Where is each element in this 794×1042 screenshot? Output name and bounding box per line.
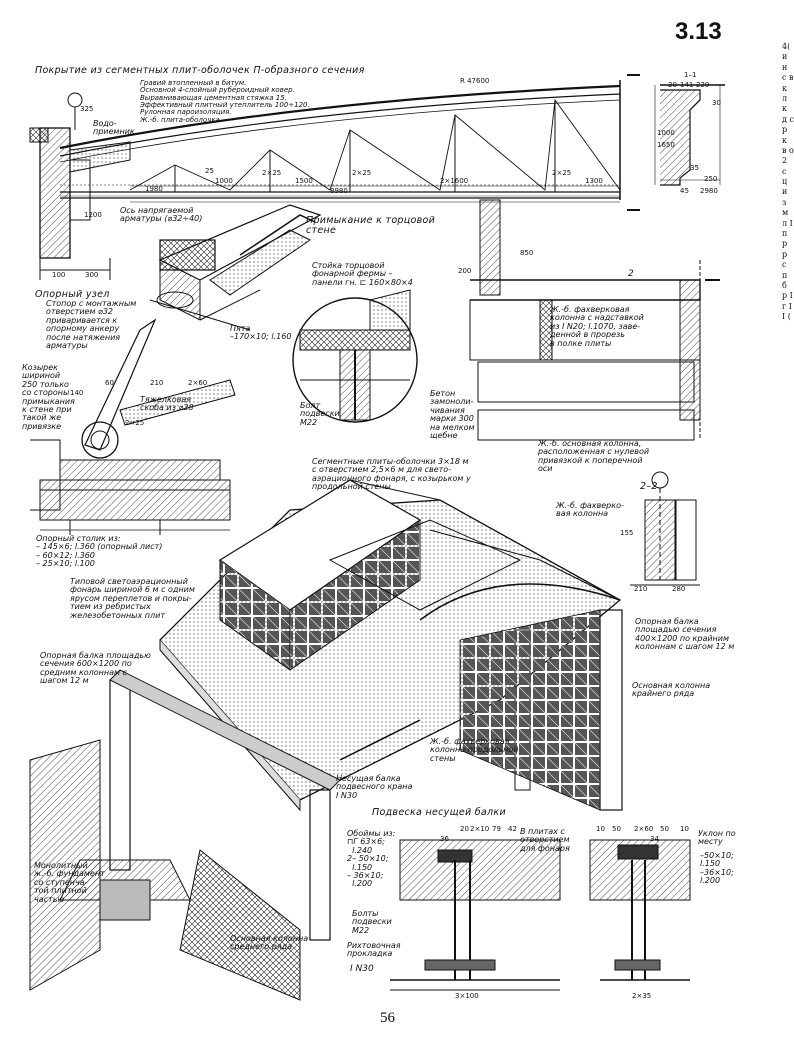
dim-1-1-4: 1000 <box>657 129 675 137</box>
end-wall-junction <box>292 289 418 423</box>
fachverk-prod-note: Ж.-б. фахверковая колонна продольной сте… <box>430 737 519 763</box>
dim-total: 8980 <box>330 187 348 195</box>
dim-pod-12: 2×35 <box>632 992 652 1000</box>
dim-pod-2: 79 <box>492 825 501 833</box>
dim-pod-8: 2×60 <box>634 825 654 833</box>
stolik-note: Опорный столик из: – 145×6; l.360 (опорн… <box>36 534 163 569</box>
dim-top-4: 2×25 <box>352 169 372 177</box>
dim-top-5: 2×1600 <box>440 177 469 185</box>
prokladka-note: Рихтовочная прокладка <box>347 941 401 959</box>
dim-pod-10: 10 <box>680 825 689 833</box>
dim-1-1-9: 2980 <box>700 187 718 195</box>
section-2-2-label: 2–2 <box>640 481 658 492</box>
beton-note: Бетон замоноли- чивания марки 300 на мел… <box>430 389 475 440</box>
dim-top-1: 1000 <box>215 177 233 185</box>
stopor-note: Стопор с монтажным отверстием ⌀32 привар… <box>46 299 137 350</box>
dim-1-1-2: 229 <box>696 81 710 89</box>
dim-top-0: 1980 <box>145 185 163 193</box>
main-roof-section <box>29 74 640 280</box>
suspension-title: Подвеска несущей балки <box>372 807 506 818</box>
layers-note: Гравий втопленный в битум. Основной 4-сл… <box>140 79 310 124</box>
nesushaya-note: Несущая балка подвесного крана I N30 <box>336 774 413 800</box>
dim-2-2-2: 280 <box>672 585 686 593</box>
dim-1-1-7: 250 <box>704 175 718 183</box>
fundament-note: Монолитный ж.-б. фундамент со ступенча- … <box>34 861 105 904</box>
fachverk-note: Ж.-б. фахверковая колонна с надставкой и… <box>550 305 644 348</box>
dim-1-1-0: 20 <box>668 81 677 89</box>
dim-pod-1: 2×10 <box>470 825 490 833</box>
balka-kr-note: Опорная балка площадью сечения 400×1200 … <box>635 617 735 652</box>
osn-kolonna-note: Ж.-б. основная колонна, расположенная с … <box>538 439 650 474</box>
skoba-note: Тяжелковая скоба из ⌀28 <box>140 395 194 413</box>
dim-top-2: 2×25 <box>262 169 282 177</box>
beam-suspension-detail <box>390 839 691 991</box>
dim-prim-0: 200 <box>458 267 472 275</box>
dim-pod-4: 36 <box>440 835 449 843</box>
dim-uzel-2: 2×60 <box>188 379 208 387</box>
axis-note: Ось напрягаемой арматуры (⌀32÷40) <box>120 206 203 224</box>
dim-top-7: 1300 <box>585 177 603 185</box>
oboimy-note: Обоймы из: ⊓Г 63×6; l.240 2– 50×10; l.15… <box>347 829 396 889</box>
dim-1200: 1200 <box>84 211 102 219</box>
plity-note: Сегментные плиты-оболочки 3×18 м с отвер… <box>312 457 471 492</box>
dim-pod-11: 34 <box>650 835 659 843</box>
radius-label: R 47600 <box>460 77 490 85</box>
dim-1-1-1: 141 <box>680 81 694 89</box>
uklon-note: Уклон по месту <box>698 829 736 847</box>
fachverk-2-note: Ж.-б. фахверко- вая колонна <box>556 501 624 519</box>
dim-prim-2: 2 <box>628 269 634 279</box>
dim-pod-5: 3×100 <box>455 992 479 1000</box>
dim-2-2-0: 155 <box>620 529 634 537</box>
dim-uzel-0: 60 <box>105 379 114 387</box>
dim-pod-0: 20 <box>460 825 469 833</box>
kolonna-sred-note: Основная колонна среднего ряда <box>230 934 309 952</box>
dim-pod-6: 10 <box>596 825 605 833</box>
dim-1-1-3: 30 <box>712 99 721 107</box>
dim-top-6: 2×25 <box>552 169 572 177</box>
section-1-1 <box>654 84 725 186</box>
dim-bottom-1: 300 <box>85 271 99 279</box>
dim-bottom-0: 100 <box>52 271 66 279</box>
axonometric-view <box>29 479 623 1001</box>
bolty-note: Болты подвески М22 <box>352 909 392 935</box>
section-2-2 <box>630 471 700 586</box>
adjacent-page-edge-text: 4( и н c в к л к д с р к в о 2 с ц и з м… <box>782 42 794 322</box>
dim-1-1-6: 35 <box>690 164 699 172</box>
dim-prim-1: 850 <box>520 249 534 257</box>
vodopriemnik-label: Водо- приемник <box>93 119 135 137</box>
plate-note: Пята –170×10; l.160 <box>230 324 292 342</box>
dim-pod-7: 50 <box>612 825 621 833</box>
stop-detail <box>30 318 236 535</box>
kolonna-kr-note: Основная колонна крайнего ряда <box>632 681 711 699</box>
support-node-detail <box>149 204 322 331</box>
dim-1-1-5: 1650 <box>657 141 675 149</box>
main-title: Покрытие из сегментных плит-оболочек П-о… <box>35 65 365 76</box>
junction-title: Примыкание к торцовой стене <box>306 215 436 236</box>
bolt-note: Болт подвески М22 <box>300 401 340 427</box>
stoika-note: Стойка торцовой фонарной фермы – панели … <box>312 261 413 287</box>
dim-top-3: 1500 <box>295 177 313 185</box>
sheet-number: 3.13 <box>675 18 722 45</box>
balka-sred-note: Опорная балка площадью сечения 600×1200 … <box>40 651 151 686</box>
page-number: 56 <box>380 1010 395 1026</box>
dim-325: 325 <box>80 105 94 113</box>
dim-25: 25 <box>205 167 214 175</box>
right-notes: –50×10; l.150 –36×10; l.200 <box>700 851 734 886</box>
kozyrek-note: Козырек шириной 250 только со стороны пр… <box>22 363 75 431</box>
support-node-title: Опорный узел <box>35 289 110 300</box>
fonar-note: Типовой светоаэрационный фонарь шириной … <box>70 577 195 620</box>
dim-pod-3: 42 <box>508 825 517 833</box>
dim-1-1-8: 45 <box>680 187 689 195</box>
otverstie-note: В плитах с отверстием для фонаря <box>520 827 570 853</box>
dim-pod-9: 50 <box>660 825 669 833</box>
dim-2-2-1: 210 <box>634 585 648 593</box>
dim-uzel-4: 2×25 <box>125 419 145 427</box>
dim-uzel-3: 140 <box>70 389 84 397</box>
dim-uzel-1: 210 <box>150 379 164 387</box>
section-1-1-label: 1–1 <box>684 71 697 79</box>
wall-elevation <box>469 199 720 441</box>
i30-note: I N30 <box>350 964 374 974</box>
